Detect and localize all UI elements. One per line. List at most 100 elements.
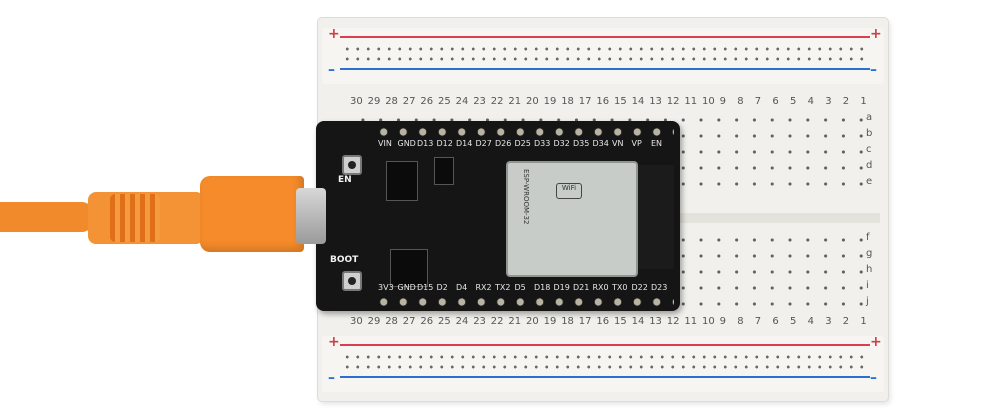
row-letter: d	[866, 160, 873, 171]
label-item: 5	[790, 96, 797, 107]
plus-sign: +	[870, 26, 882, 42]
header-pins-bottom	[374, 295, 674, 309]
label-item: 5	[790, 316, 797, 327]
rail-line-blue	[340, 376, 870, 378]
label-item: 9	[719, 316, 726, 327]
label-item: 2	[842, 316, 850, 327]
label-item: D18	[534, 283, 551, 292]
row-letter: g	[866, 248, 873, 259]
label-item: 21	[508, 96, 522, 107]
minus-sign: –	[328, 62, 335, 78]
label-item: 13	[649, 316, 662, 327]
micro-usb-plug	[200, 176, 304, 252]
label-item: TX2	[495, 283, 511, 292]
label-item: D4	[456, 283, 468, 292]
header-pins-top	[374, 125, 674, 139]
row-letter: b	[866, 128, 873, 139]
label-item: 10	[702, 316, 715, 327]
rail-line-blue	[340, 68, 870, 70]
label-item: D25	[514, 139, 531, 148]
label-item: TX0	[612, 283, 628, 292]
button-cap	[348, 161, 356, 169]
label-item: 22	[490, 316, 504, 327]
label-item: 12	[666, 96, 680, 107]
plus-sign: +	[328, 26, 340, 42]
row-letter: a	[866, 112, 873, 123]
label-item: 19	[543, 96, 557, 107]
label-item: D26	[495, 139, 512, 148]
label-item: 12	[666, 316, 680, 327]
minus-sign: –	[328, 370, 335, 386]
label-item: 25	[438, 316, 451, 327]
label-item: D21	[573, 283, 590, 292]
label-item: 8	[737, 316, 744, 327]
label-item: 30	[350, 316, 363, 327]
label-item: VP	[631, 139, 642, 148]
label-item: D27	[475, 139, 492, 148]
plus-sign: +	[870, 334, 882, 350]
label-item: 28	[385, 316, 398, 327]
label-item: 20	[526, 96, 539, 107]
label-item: 2	[842, 96, 850, 107]
label-item: 18	[561, 96, 574, 107]
label-item: 11	[684, 316, 698, 327]
label-item: 29	[367, 316, 381, 327]
label-item: D14	[456, 139, 473, 148]
label-item: 4	[807, 316, 814, 327]
label-item: D2	[436, 283, 448, 292]
label-item: 8	[737, 96, 744, 107]
label-item: 13	[649, 96, 662, 107]
row-letter: i	[866, 280, 869, 291]
label-item: 26	[420, 316, 434, 327]
antenna-area	[638, 165, 674, 269]
label-item: 24	[455, 316, 469, 327]
label-item: 14	[631, 96, 645, 107]
label-item: 6	[772, 316, 779, 327]
label-item: 23	[473, 316, 486, 327]
label-item: 14	[631, 316, 645, 327]
label-item: 4	[807, 96, 814, 107]
label-item: 19	[543, 316, 557, 327]
label-item: VIN	[378, 139, 392, 148]
label-item: 20	[526, 316, 539, 327]
label-item: 28	[385, 96, 398, 107]
label-item: RX2	[475, 283, 492, 292]
label-item: 30	[350, 96, 363, 107]
label-item: GND	[397, 139, 416, 148]
label-item: D12	[436, 139, 453, 148]
minus-sign: –	[870, 62, 877, 78]
rail-line-red	[340, 36, 870, 38]
rail-holes	[342, 46, 870, 52]
en-button	[342, 155, 362, 175]
row-letter: c	[866, 144, 872, 155]
label-item: 10	[702, 96, 715, 107]
micro-usb-port	[296, 188, 326, 244]
button-cap	[348, 277, 356, 285]
label-item: D33	[534, 139, 551, 148]
label-item: 7	[754, 96, 762, 107]
label-item: 17	[578, 96, 592, 107]
label-item: 3	[825, 96, 832, 107]
label-item: 11	[684, 96, 698, 107]
module-marking: ESP-WROOM-32	[522, 169, 530, 225]
label-item: VN	[612, 139, 624, 148]
label-item: 22	[490, 96, 504, 107]
rail-line-red	[340, 344, 870, 346]
label-item: D35	[573, 139, 590, 148]
label-item: 21	[508, 316, 522, 327]
wifi-logo: WiFi	[556, 183, 582, 199]
row-letter: j	[866, 296, 869, 307]
label-item: 6	[772, 96, 779, 107]
rail-holes	[342, 364, 870, 370]
label-item: 3	[825, 316, 832, 327]
boot-label: BOOT	[330, 255, 359, 265]
label-item: RX0	[592, 283, 609, 292]
power-rail-top: + + – –	[322, 26, 884, 84]
label-item: 9	[719, 96, 726, 107]
